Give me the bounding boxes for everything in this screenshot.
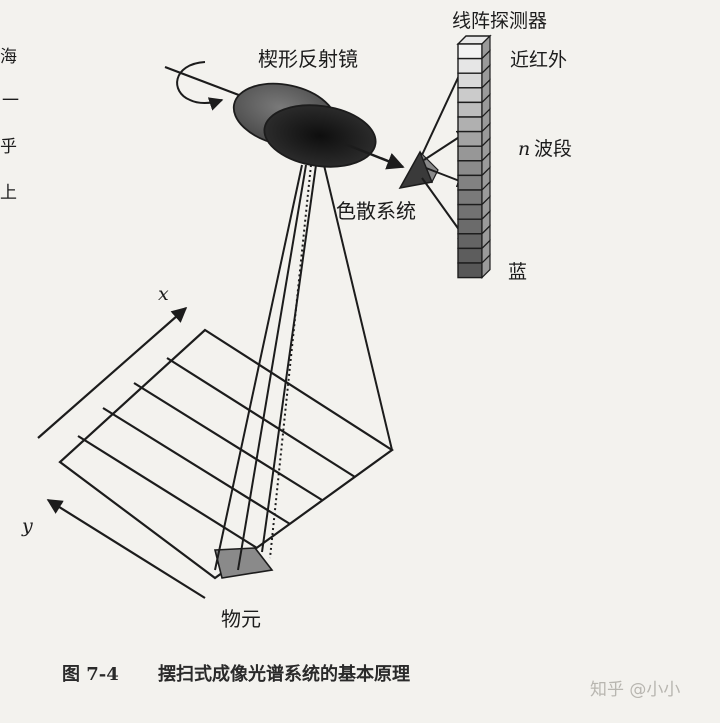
wedge-mirror	[232, 82, 377, 168]
dispersion-label: 色散系统	[336, 199, 416, 223]
detector-cell	[457, 145, 483, 162]
x-axis-label: x	[158, 283, 169, 305]
fov-ray	[237, 164, 307, 571]
margin-text: 海 一 乎 上	[0, 47, 19, 203]
watermark-text: 知乎 @小小	[590, 680, 680, 700]
fov-ray	[261, 164, 317, 553]
near-ir-label: 近红外	[510, 49, 567, 71]
margin-char: 一	[2, 91, 19, 111]
detector-cell	[457, 203, 483, 220]
grid-strip	[133, 382, 323, 501]
mirror-label: 楔形反射镜	[258, 47, 358, 71]
detector-cell	[457, 174, 483, 191]
detector-cell	[457, 262, 483, 279]
mirror-face	[263, 104, 377, 168]
grid-strip	[102, 407, 291, 525]
detector-cell	[457, 87, 483, 104]
detector-label: 线阵探测器	[452, 10, 547, 32]
ground-plane	[58, 328, 394, 580]
grid-strip	[77, 435, 258, 549]
caption-number: 图 7-4	[62, 664, 119, 685]
margin-char: 上	[0, 183, 17, 203]
detector-cell	[457, 72, 483, 89]
band-label: 波段	[534, 138, 572, 160]
linear-array-detector	[456, 34, 492, 280]
detector-cell	[457, 247, 483, 264]
pixel-label: 物元	[221, 607, 261, 631]
detector-cell	[457, 101, 483, 118]
view-rays	[214, 139, 393, 571]
detector-cell-side	[481, 253, 491, 280]
y-axis-label: y	[21, 515, 33, 537]
ground-grid	[58, 328, 394, 580]
detector-cell	[457, 130, 483, 147]
rotation-arrow-icon	[176, 61, 224, 111]
caption-text: 摆扫式成像光谱系统的基本原理	[158, 663, 410, 685]
blue-label: 蓝	[508, 261, 527, 283]
x-axis-arrow	[37, 306, 188, 439]
n-band-prefix: n	[518, 138, 530, 160]
beam-arrow-icon	[344, 142, 405, 170]
grid-strip	[166, 357, 356, 478]
margin-char: 海	[0, 47, 17, 67]
fov-ray	[269, 164, 312, 559]
detector-cell	[457, 57, 483, 74]
detector-cell	[457, 43, 483, 60]
detector-cell	[457, 233, 483, 250]
margin-char: 乎	[0, 137, 17, 157]
fov-ray	[214, 164, 303, 571]
detector-cell	[457, 189, 483, 206]
ground-pixel	[213, 547, 274, 579]
detector-cell	[457, 116, 483, 133]
y-axis-arrow	[46, 499, 206, 599]
swath-ray	[317, 139, 393, 451]
detector-cell	[457, 160, 483, 177]
detector-cell	[457, 218, 483, 235]
figure-caption: 图 7-4 摆扫式成像光谱系统的基本原理	[62, 663, 410, 685]
